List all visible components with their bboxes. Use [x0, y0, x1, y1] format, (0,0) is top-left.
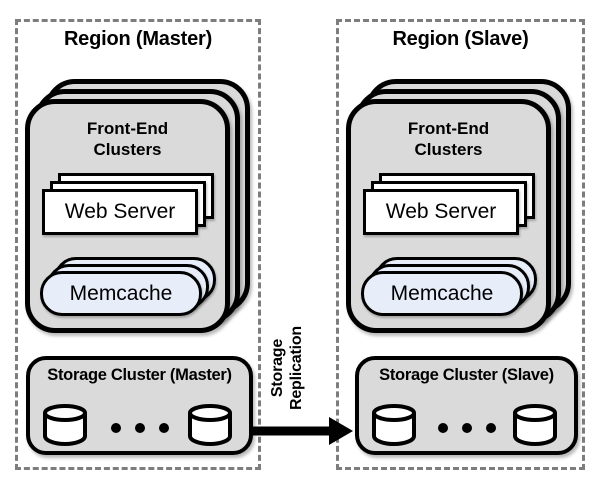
storage-cluster-slave-title: Storage Cluster (Slave) — [379, 366, 554, 384]
storage-replication-label-line2: Replication — [288, 325, 305, 411]
database-cylinder-icon — [512, 404, 558, 448]
region-master-title: Region (Master) — [63, 28, 213, 50]
front-end-cluster-card-front: Front-End Clusters Web Server Memcache — [25, 99, 230, 333]
web-server-label: Web Server — [64, 200, 176, 223]
web-server-label: Web Server — [385, 200, 497, 223]
region-slave-title: Region (Slave) — [392, 28, 529, 50]
storage-cluster-slave: Storage Cluster (Slave) — [355, 356, 578, 455]
storage-cluster-master: Storage Cluster (Master) — [26, 356, 253, 455]
database-cylinder-icon — [187, 404, 233, 448]
ellipsis-dots-icon — [359, 423, 574, 433]
front-end-clusters-title: Front-End Clusters — [407, 119, 490, 159]
storage-replication-label: Storage Replication — [268, 318, 308, 418]
memcache-label: Memcache — [390, 282, 494, 305]
web-server-card-front: Web Server — [42, 189, 198, 235]
dot-icon — [134, 423, 145, 433]
region-master: Region (Master) Front-End Clusters Web S… — [15, 19, 261, 470]
database-cylinder-icon — [42, 404, 88, 448]
dot-icon — [110, 423, 121, 433]
ellipsis-dots-icon — [30, 423, 249, 433]
dot-icon — [158, 423, 169, 433]
database-cylinder-icon — [371, 404, 417, 448]
front-end-cluster-card-front: Front-End Clusters Web Server Memcache — [346, 99, 551, 333]
memcache-card-front: Memcache — [40, 271, 202, 316]
storage-cluster-master-title: Storage Cluster (Master) — [47, 366, 232, 384]
web-server-card-front: Web Server — [363, 189, 519, 235]
memcache-card-front: Memcache — [361, 271, 523, 316]
dot-icon — [485, 423, 496, 433]
dot-icon — [437, 423, 448, 433]
storage-replication-label-line1: Storage — [269, 338, 286, 398]
replication-arrow-icon — [249, 417, 353, 445]
dot-icon — [461, 423, 472, 433]
memcache-label: Memcache — [69, 282, 173, 305]
front-end-clusters-title: Front-End Clusters — [86, 119, 169, 159]
region-slave: Region (Slave) Front-End Clusters Web Se… — [336, 19, 585, 470]
